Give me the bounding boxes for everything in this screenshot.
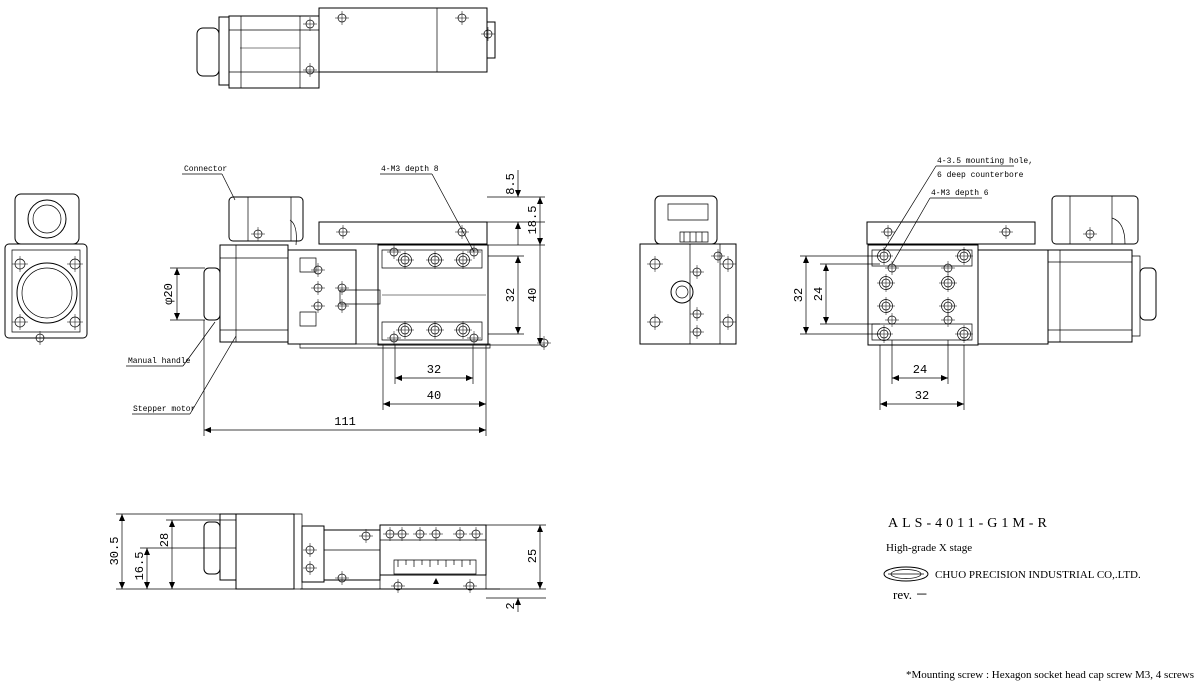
dim-28: 28 <box>158 533 172 547</box>
revision: rev. － <box>893 587 928 602</box>
dim-32-rear-horizontal: 32 <box>915 389 929 403</box>
rear-view-dimensions: 32 24 24 32 <box>792 256 964 410</box>
dim-2: 2 <box>504 602 518 609</box>
label-stepper-motor: Stepper motor <box>133 405 196 414</box>
mounting-screw-note: *Mounting screw : Hexagon socket head ca… <box>906 669 1194 681</box>
dim-32-horizontal: 32 <box>427 363 441 377</box>
dim-16-5: 16.5 <box>133 552 147 581</box>
right-end-view <box>640 196 736 344</box>
label-mounting-hole-2: 6 deep counterbore <box>937 171 1024 180</box>
company-logo <box>884 567 928 581</box>
dim-111: 111 <box>334 415 356 429</box>
rear-view <box>867 196 1156 345</box>
label-tap-m3-depth8: 4-M3 depth 8 <box>381 165 439 174</box>
dim-24-rear-horizontal: 24 <box>913 363 927 377</box>
dim-40-vertical: 40 <box>526 288 540 302</box>
title-block: ALS-4011-G1M-R High-grade X stage CHUO P… <box>884 516 1194 681</box>
model-number: ALS-4011-G1M-R <box>888 516 1051 531</box>
left-side-view <box>5 194 87 346</box>
label-connector: Connector <box>184 165 227 174</box>
dim-25: 25 <box>526 549 540 563</box>
bottom-view-dimensions: 30.5 28 16.5 25 2 <box>108 514 546 612</box>
dim-32-rear-vertical: 32 <box>792 288 806 302</box>
label-mounting-hole-1: 4-3.5 mounting hole, <box>937 157 1033 166</box>
company-name: CHUO PRECISION INDUSTRIAL CO,.LTD. <box>935 569 1141 581</box>
dim-phi-20: φ20 <box>162 283 176 305</box>
label-manual-handle: Manual handle <box>128 357 191 366</box>
bottom-side-view <box>204 514 500 594</box>
dim-40-horizontal: 40 <box>427 389 441 403</box>
dim-18-5: 18.5 <box>526 206 540 235</box>
dim-32-vertical: 32 <box>504 288 518 302</box>
label-tap-m3-depth6: 4-M3 depth 6 <box>931 189 989 198</box>
front-view-dimensions: 8.5 18.5 32 40 32 40 111 <box>162 170 545 436</box>
dim-8-5: 8.5 <box>504 173 518 195</box>
front-view-leaders: Connector 4-M3 depth 8 Manual handle Ste… <box>126 165 474 414</box>
front-view <box>204 197 552 351</box>
top-view <box>197 8 495 88</box>
rear-view-leaders: 4-3.5 mounting hole, 6 deep counterbore … <box>884 157 1033 264</box>
dim-30-5: 30.5 <box>108 537 122 566</box>
product-description: High-grade X stage <box>886 542 972 554</box>
dim-24-rear-vertical: 24 <box>812 287 826 301</box>
